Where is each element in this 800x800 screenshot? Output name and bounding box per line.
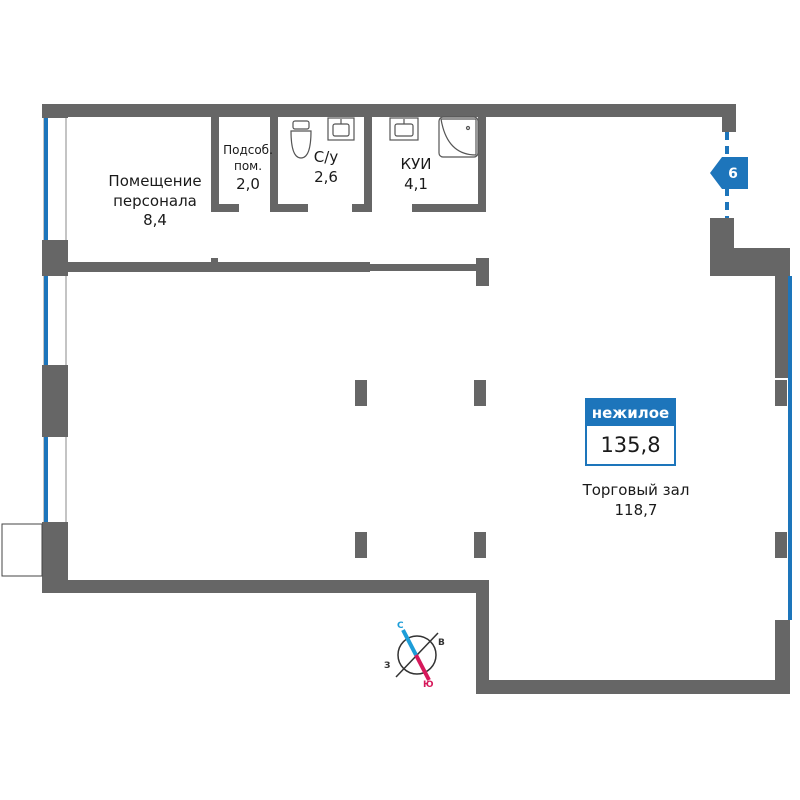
room-area-sales-hall: 118,7 bbox=[614, 500, 658, 519]
cleaning-sink-icon bbox=[389, 117, 419, 141]
room-label-sales-hall: Торговый зал 118,7 bbox=[548, 481, 724, 520]
badge-type: нежилое bbox=[587, 400, 674, 426]
room-label-utility: Подсоб. пом. 2,0 bbox=[215, 142, 281, 195]
compass-west-label: З bbox=[384, 661, 391, 671]
room-name-utility-line1: Подсоб. bbox=[223, 143, 273, 157]
toilet-icon bbox=[290, 120, 312, 159]
shower-tray-icon bbox=[438, 116, 479, 158]
room-label-staff: Помещение персонала 8,4 bbox=[72, 172, 238, 231]
room-name-utility-line2: пом. bbox=[233, 159, 263, 174]
room-name-staff-line2: персонала bbox=[113, 191, 197, 210]
badge-total-area: 135,8 bbox=[600, 433, 661, 457]
compass-east-label: В bbox=[438, 638, 445, 648]
sink-icon bbox=[327, 117, 355, 141]
room-name-sales-hall: Торговый зал bbox=[582, 481, 690, 499]
room-area-utility: 2,0 bbox=[236, 175, 260, 194]
compass-north-label: С bbox=[397, 621, 404, 631]
compass bbox=[395, 629, 439, 681]
windows bbox=[42, 118, 792, 620]
room-name-cleaning: КУИ bbox=[400, 155, 432, 173]
walls bbox=[42, 104, 790, 694]
room-label-cleaning: КУИ 4,1 bbox=[386, 155, 446, 194]
compass-south-label: Ю bbox=[423, 680, 434, 690]
room-name-staff-line1: Помещение bbox=[108, 172, 202, 190]
room-area-cleaning: 4,1 bbox=[404, 174, 428, 193]
exterior-door bbox=[1, 523, 43, 577]
room-area-wc: 2,6 bbox=[314, 167, 338, 186]
room-label-wc: С/у 2,6 bbox=[296, 148, 356, 187]
total-area-badge: нежилое 135,8 bbox=[585, 398, 676, 466]
entrance-marker-label: 6 bbox=[728, 166, 738, 182]
room-name-wc: С/у bbox=[313, 148, 339, 166]
entrance-marker: 6 bbox=[710, 157, 748, 189]
room-area-staff: 8,4 bbox=[143, 211, 167, 229]
